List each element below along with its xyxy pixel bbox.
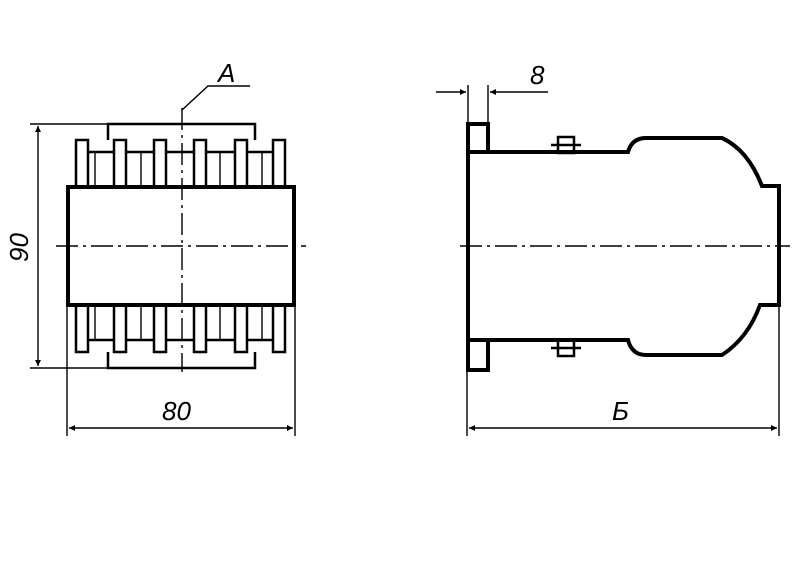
front-bottom-terminals (74, 305, 287, 354)
length-dimension-value: Б (612, 396, 629, 426)
side-bottom-flange (466, 338, 490, 372)
height-dimension-value: 90 (4, 233, 34, 262)
side-top-flange (466, 122, 490, 154)
axis-label: А (216, 58, 235, 88)
front-top-terminals (74, 138, 287, 187)
side-view: 8 Б (436, 60, 790, 436)
flange-dimension-value: 8 (530, 60, 545, 90)
side-bottom-screw (551, 338, 581, 358)
width-dimension-value: 80 (162, 396, 191, 426)
side-top-screw (551, 135, 581, 155)
axis-leader (181, 85, 250, 111)
front-view: А 90 80 (4, 58, 306, 436)
